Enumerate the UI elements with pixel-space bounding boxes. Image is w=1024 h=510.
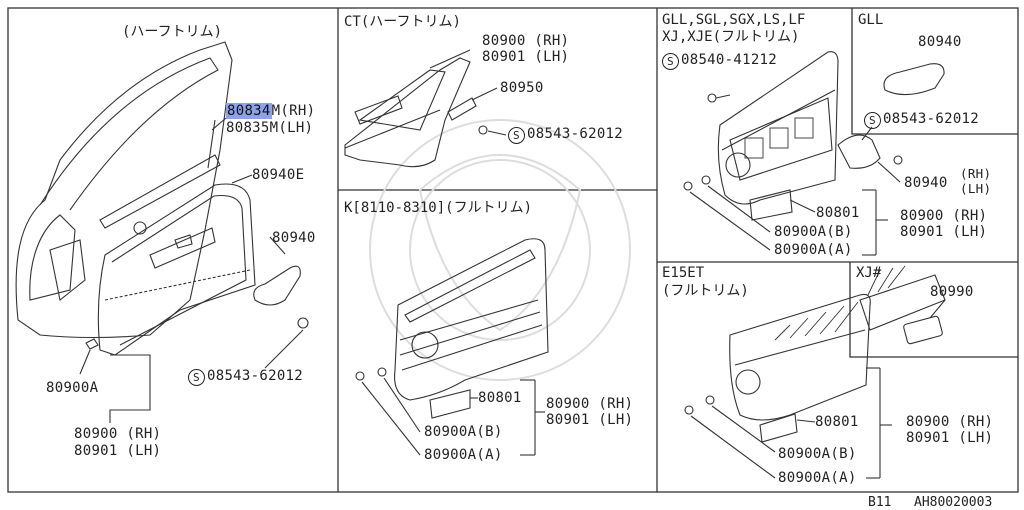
gll-group-label-80900aa: 80900A(A) (774, 242, 853, 258)
ct-panel-title: CT(ハーフトリム) (344, 14, 461, 30)
label-80835m: 80835M(LH) (226, 120, 314, 136)
k-label-80900: 80900 (RH) (546, 396, 634, 412)
ct-label-80901: 80901 (LH) (482, 49, 570, 65)
part-80834-highlight: 80834 (226, 103, 272, 119)
e15et-title-line1: E15ET (662, 265, 705, 281)
gll-group-title-line2: XJ,XJE(フルトリム) (662, 29, 800, 45)
gll-group-label-80940-lh: (LH) (960, 181, 992, 196)
left-panel-title: (ハーフトリム) (122, 24, 223, 40)
gll-panel-title: GLL (858, 12, 884, 28)
k-label-80901: 80901 (LH) (546, 412, 634, 428)
e15et-label-80900: 80900 (RH) (906, 414, 994, 430)
label-80940: 80940 (272, 230, 316, 246)
gll-group-label-80900: 80900 (RH) (900, 208, 988, 224)
e15et-label-80900aa: 80900A(A) (778, 470, 857, 486)
k-label-80900ab: 80900A(B) (424, 424, 503, 440)
gll-group-title-line1: GLL,SGL,SGX,LS,LF (662, 12, 806, 28)
e15et-title-line2: (フルトリム) (662, 283, 749, 299)
label-80900: 80900 (RH) (74, 426, 162, 442)
k-panel-title: K[8110-8310](フルトリム) (344, 200, 533, 216)
ct-label-80950: 80950 (500, 80, 544, 96)
e15et-label-80801: 80801 (815, 414, 859, 430)
k-label-80801: 80801 (478, 390, 522, 406)
s-circle-icon: S (508, 127, 525, 144)
footer-code: AH80020003 (914, 495, 993, 510)
xj-panel-title: XJ# (856, 265, 882, 281)
e15et-label-80901: 80901 (LH) (906, 430, 994, 446)
label-80940e: 80940E (252, 167, 305, 183)
label-80834m: 80834M(RH) (226, 103, 316, 119)
e15et-label-80900ab: 80900A(B) (778, 446, 857, 462)
s-circle-icon: S (662, 53, 679, 70)
gll-group-label-80940-rh: (RH) (960, 166, 992, 181)
gll-group-label-80801: 80801 (816, 205, 860, 221)
s-circle-icon: S (864, 112, 881, 129)
xj-label-80990: 80990 (930, 284, 974, 300)
gll-group-label-80900ab: 80900A(B) (774, 224, 853, 240)
s-circle-icon: S (188, 369, 205, 386)
gll-label-80940: 80940 (918, 34, 962, 50)
k-label-80900aa: 80900A(A) (424, 447, 503, 463)
gll-group-label-80940: 80940 (904, 175, 948, 191)
footer-page: B11 (868, 495, 892, 510)
label-80901: 80901 (LH) (74, 443, 162, 459)
gll-group-label-80901: 80901 (LH) (900, 224, 988, 240)
ct-label-80900: 80900 (RH) (482, 33, 570, 49)
label-80900a: 80900A (46, 380, 99, 396)
